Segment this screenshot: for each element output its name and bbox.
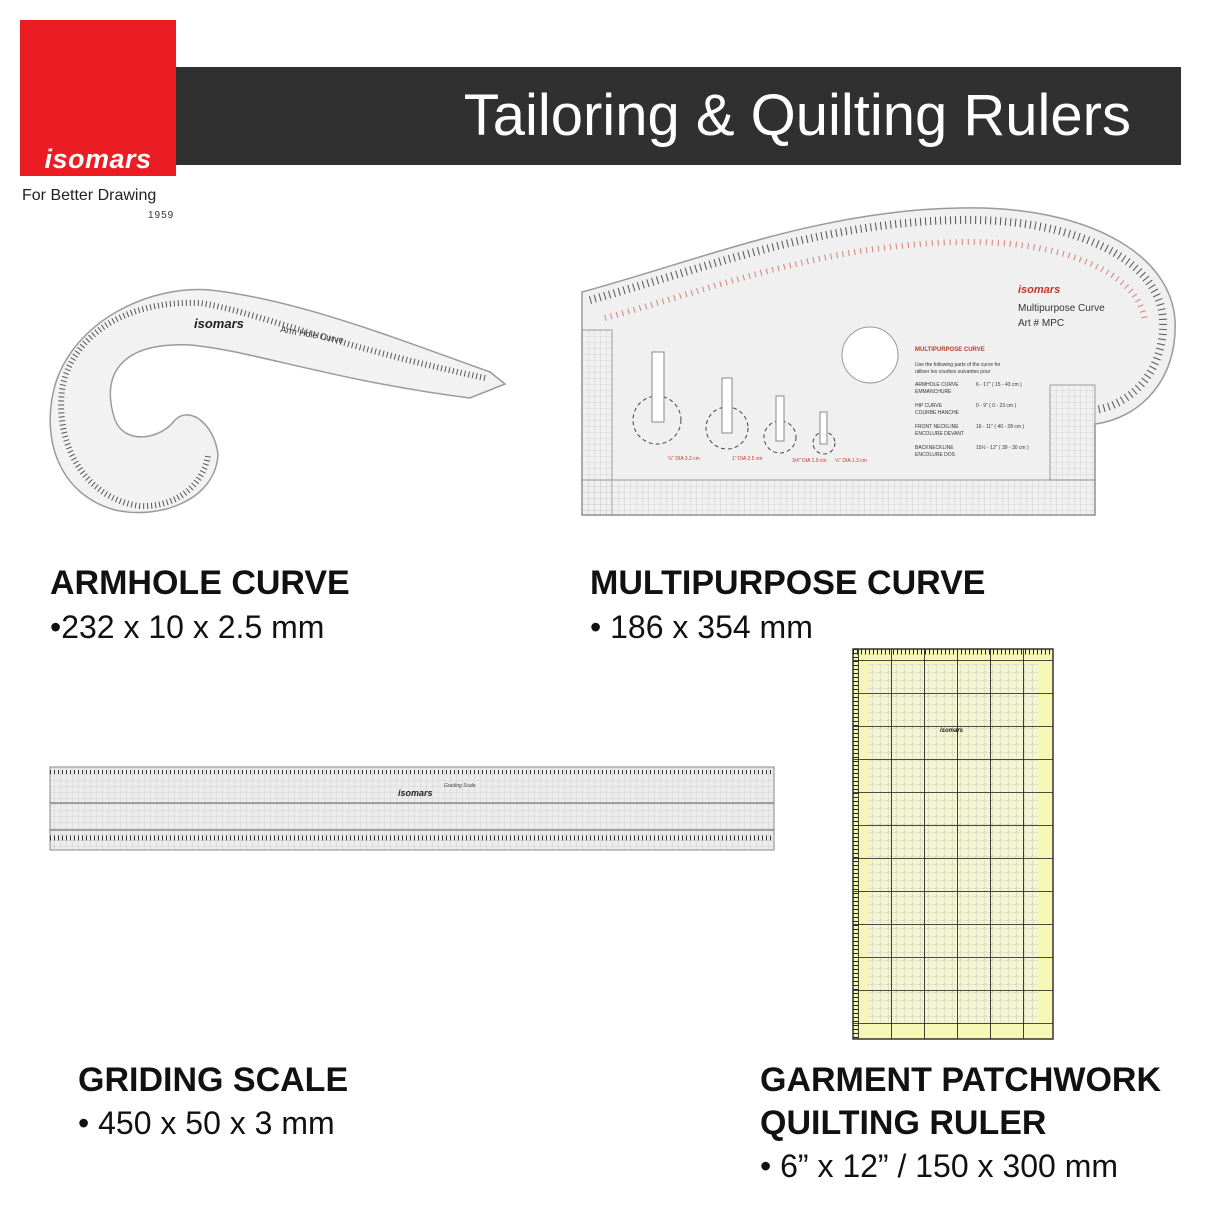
griding-ruler-brand: isomars bbox=[398, 788, 433, 798]
armhole-curve-name: ARMHOLE CURVE bbox=[50, 564, 350, 602]
multipurpose-ruler-label: Multipurpose Curve bbox=[1018, 303, 1105, 314]
griding-scale-name: GRIDING SCALE bbox=[78, 1061, 349, 1099]
multipurpose-panel-intro-2: utiliser les courbes suivantes pour bbox=[915, 369, 991, 375]
multipurpose-right-grid bbox=[1049, 384, 1096, 481]
armhole-curve-body bbox=[49, 288, 507, 514]
panel-row-4-label-fr: ENCOLURE DOS bbox=[915, 452, 956, 458]
multipurpose-edge-scale bbox=[588, 215, 1168, 414]
hole-label-2: 1" DIA 2.5 cm bbox=[732, 456, 762, 462]
multipurpose-circle-3 bbox=[763, 420, 797, 454]
panel-row-2-label-fr: COURBE HANCHE bbox=[915, 410, 960, 416]
multipurpose-left-grid bbox=[581, 329, 613, 516]
quilting-ruler-spec: • 6” x 12” / 150 x 300 mm bbox=[760, 1148, 1119, 1184]
multipurpose-curve-name: MULTIPURPOSE CURVE bbox=[590, 564, 986, 602]
griding-ruler-label: Grading Scale bbox=[444, 783, 476, 789]
multipurpose-panel-title: MULTIPURPOSE CURVE bbox=[915, 347, 985, 353]
page-title: Tailoring & Quilting Rulers bbox=[463, 83, 1131, 148]
multipurpose-curve-body bbox=[581, 207, 1176, 516]
hole-label-4: ½" DIA 1.3 cm bbox=[835, 457, 867, 464]
quilting-ruler-body bbox=[852, 648, 1054, 1040]
multipurpose-inner-scale bbox=[604, 238, 1148, 323]
multipurpose-bottom-grid bbox=[581, 479, 1096, 516]
armhole-ruler-label: Arm Hole Curve bbox=[280, 324, 345, 345]
brand-logo-text: isomars bbox=[44, 144, 152, 174]
hole-label-1: ½" DIA 3.2 cm bbox=[668, 455, 700, 462]
brand-year: 1959 bbox=[148, 210, 175, 221]
panel-row-4-value: 15½ - 12" ( 39 - 30 cm ) bbox=[976, 444, 1029, 451]
quilting-ruler-brand: isomars bbox=[940, 728, 964, 734]
panel-row-1-value: 6 - 17" ( 15 - 43 cm ) bbox=[976, 382, 1022, 388]
title-banner: Tailoring & Quilting Rulers bbox=[176, 67, 1181, 165]
multipurpose-ruler-art: Art # MPC bbox=[1018, 318, 1064, 329]
armhole-curve-spec: •232 x 10 x 2.5 mm bbox=[50, 609, 325, 645]
brand-logo: isomars bbox=[20, 20, 176, 176]
panel-row-2-label: HIP CURVE bbox=[915, 403, 943, 409]
multipurpose-panel-intro-1: Use the following parts of the curve for bbox=[915, 362, 1001, 368]
panel-row-3-label: FRONT NECKLINE bbox=[915, 424, 959, 430]
panel-row-4-label: BACKNECKLINE bbox=[915, 445, 954, 451]
hole-label-3: 3/4" DIA 1.9 cm bbox=[792, 458, 827, 464]
multipurpose-circle-2 bbox=[705, 406, 749, 450]
panel-row-1-label-fr: EMMANCHURE bbox=[915, 389, 952, 395]
brand-tagline: For Better Drawing bbox=[22, 187, 157, 204]
panel-row-2-value: 0 - 9" ( 0 - 23 cm ) bbox=[976, 403, 1016, 409]
griding-scale-body bbox=[49, 766, 775, 851]
panel-row-3-label-fr: ENCOLURE DEVANT bbox=[915, 431, 964, 437]
panel-row-1-label: ARMHOLE CURVE bbox=[915, 382, 959, 388]
multipurpose-circle-1 bbox=[632, 395, 682, 445]
multipurpose-ruler-brand: isomars bbox=[1018, 284, 1060, 296]
quilting-ruler-name-line2: QUILTING RULER bbox=[760, 1104, 1047, 1142]
armhole-ruler-brand: isomars bbox=[194, 316, 244, 331]
multipurpose-curve-spec: • 186 x 354 mm bbox=[590, 609, 813, 645]
multipurpose-circle-4 bbox=[812, 431, 836, 455]
multipurpose-hole bbox=[841, 326, 899, 384]
quilting-ruler-name-line1: GARMENT PATCHWORK bbox=[760, 1061, 1162, 1099]
griding-scale-spec: • 450 x 50 x 3 mm bbox=[78, 1105, 335, 1141]
panel-row-3-value: 16 - 11" ( 40 - 28 cm ) bbox=[976, 424, 1024, 430]
armhole-curve-scale bbox=[58, 299, 486, 510]
